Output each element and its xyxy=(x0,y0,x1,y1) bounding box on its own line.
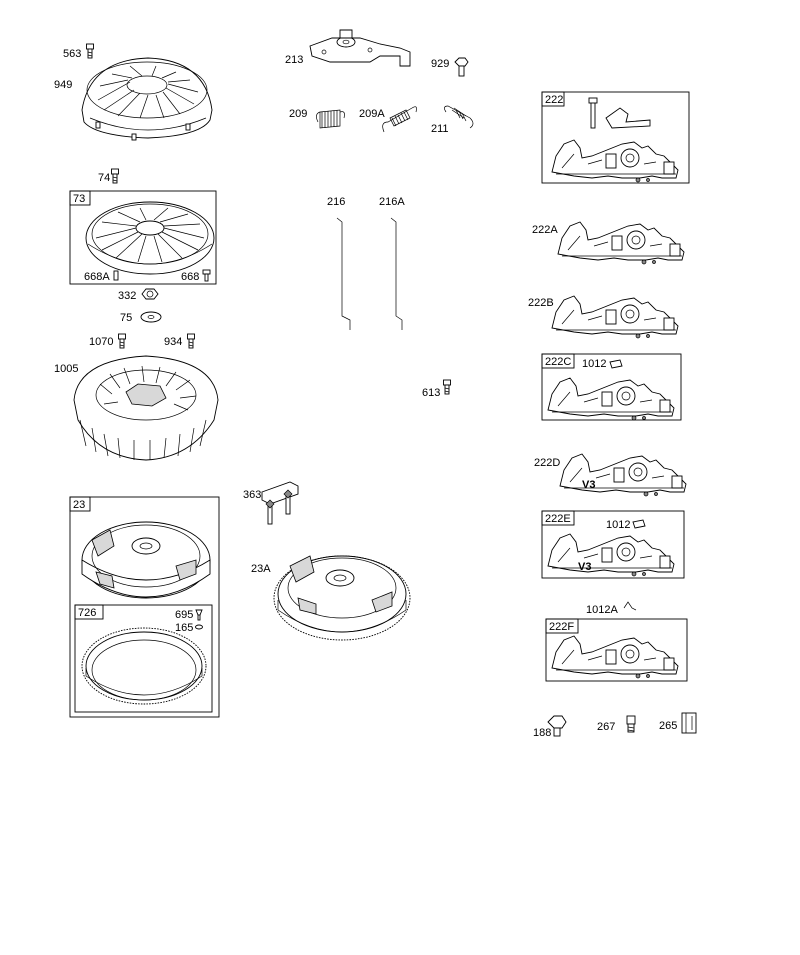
group-tag-726 xyxy=(74,604,104,620)
group-box-23 xyxy=(69,496,220,718)
label-668a: 668A xyxy=(84,271,110,283)
bracket-265 xyxy=(681,712,697,734)
label-209a: 209A xyxy=(359,108,385,120)
label-222f: 222F xyxy=(549,621,574,633)
screw-267 xyxy=(626,715,636,733)
fitting-188 xyxy=(547,715,567,737)
group-box-726 xyxy=(74,604,213,713)
marking-v3-e: V3 xyxy=(578,561,591,573)
clip-1012-e xyxy=(632,519,646,529)
label-934: 934 xyxy=(164,336,182,348)
label-74: 74 xyxy=(98,172,110,184)
label-1012a: 1012A xyxy=(586,604,618,616)
label-165: 165 xyxy=(175,622,193,634)
bracket-assembly-222d xyxy=(559,453,687,497)
bracket-assembly-222c xyxy=(547,377,675,421)
screw-74 xyxy=(111,168,119,184)
fan-screen-73 xyxy=(85,201,215,275)
stud-222 xyxy=(588,97,598,129)
label-222c: 222C xyxy=(545,356,571,368)
label-695: 695 xyxy=(175,609,193,621)
label-265: 265 xyxy=(659,720,677,732)
group-tag-222f xyxy=(545,618,579,634)
label-216: 216 xyxy=(327,196,345,208)
flywheel-23 xyxy=(81,521,211,599)
label-222: 222 xyxy=(545,94,563,106)
group-tag-23 xyxy=(69,496,91,512)
bracket-assembly-222e xyxy=(547,533,675,577)
label-726: 726 xyxy=(78,607,96,619)
screw-1070 xyxy=(118,333,126,349)
link-rod-216a xyxy=(390,217,403,330)
group-box-222 xyxy=(541,91,690,184)
label-23a: 23A xyxy=(251,563,271,575)
group-tag-73 xyxy=(69,190,91,206)
bracket-assembly-222a xyxy=(557,221,685,265)
nut-332 xyxy=(141,288,159,300)
label-668: 668 xyxy=(181,271,199,283)
label-222b: 222B xyxy=(528,297,554,309)
group-box-73 xyxy=(69,190,217,285)
label-222d: 222D xyxy=(534,457,560,469)
label-75: 75 xyxy=(120,312,132,324)
screw-613 xyxy=(443,379,451,395)
label-949: 949 xyxy=(54,79,72,91)
screw-929 xyxy=(454,57,469,77)
spring-209a xyxy=(382,106,417,133)
label-73: 73 xyxy=(73,193,85,205)
label-613: 613 xyxy=(422,387,440,399)
label-1070: 1070 xyxy=(89,336,113,348)
label-563: 563 xyxy=(63,48,81,60)
spring-209 xyxy=(316,109,345,129)
label-222e: 222E xyxy=(545,513,571,525)
blower-screen-949 xyxy=(81,57,213,141)
label-23: 23 xyxy=(73,499,85,511)
label-222a: 222A xyxy=(532,224,558,236)
label-216a: 216A xyxy=(379,196,405,208)
pin-668a xyxy=(113,270,119,281)
bracket-assembly-222f xyxy=(551,635,679,679)
control-bracket-213 xyxy=(309,29,411,67)
clip-1012a xyxy=(623,601,637,611)
label-1005: 1005 xyxy=(54,363,78,375)
ring-gear-726 xyxy=(81,627,207,705)
group-tag-222c xyxy=(541,353,575,369)
group-box-222f xyxy=(545,618,688,682)
label-332: 332 xyxy=(118,290,136,302)
flywheel-23a xyxy=(273,555,411,641)
marking-v3-d: V3 xyxy=(582,479,595,491)
fan-1005 xyxy=(73,355,219,461)
label-929: 929 xyxy=(431,58,449,70)
clamp-363 xyxy=(261,481,299,525)
screw-563 xyxy=(86,43,94,59)
label-213: 213 xyxy=(285,54,303,66)
group-tag-222 xyxy=(541,91,565,107)
label-211: 211 xyxy=(431,123,449,135)
label-188: 188 xyxy=(533,727,551,739)
clip-1012-c xyxy=(609,359,623,369)
link-rod-216 xyxy=(336,217,351,330)
washer-75 xyxy=(140,311,162,323)
group-box-222c xyxy=(541,353,682,421)
label-1012-c: 1012 xyxy=(582,358,606,370)
washer-165 xyxy=(195,624,203,630)
label-363: 363 xyxy=(243,489,261,501)
group-box-222e xyxy=(541,510,685,579)
label-267: 267 xyxy=(597,721,615,733)
group-tag-222e xyxy=(541,510,575,526)
bracket-assembly-222 xyxy=(551,139,679,183)
clip-668 xyxy=(202,269,211,282)
spring-211 xyxy=(444,105,474,129)
label-1012-e: 1012 xyxy=(606,519,630,531)
screw-695 xyxy=(195,609,203,621)
bracket-assembly-222b xyxy=(551,295,679,339)
screw-934 xyxy=(187,333,195,349)
label-209: 209 xyxy=(289,108,307,120)
plate-222 xyxy=(605,107,651,129)
